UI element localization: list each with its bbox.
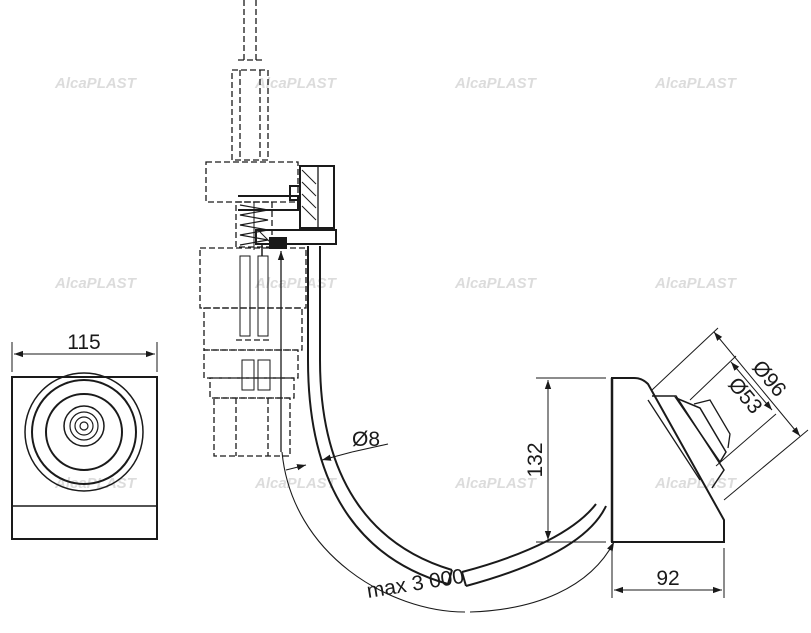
watermark: AlcaPLAST — [654, 75, 738, 92]
hose-diameter-leader — [285, 443, 389, 471]
height-dimension — [536, 377, 606, 543]
hose-length-dimension — [281, 451, 615, 613]
bracket-hatching — [259, 169, 317, 243]
spring — [239, 204, 269, 246]
watermark: AlcaPLAST — [54, 275, 138, 292]
watermark: AlcaPLAST — [454, 275, 538, 292]
watermark: AlcaPLAST — [254, 275, 338, 292]
button-side-view — [610, 377, 731, 543]
dimension-hose-length: max 3 000 — [365, 565, 465, 603]
watermark: AlcaPLAST — [254, 475, 338, 492]
flush-valve-assembly — [199, 0, 307, 457]
watermark: AlcaPLAST — [454, 75, 538, 92]
air-hose — [307, 246, 607, 587]
dimension-button-depth: 92 — [656, 567, 679, 590]
watermark: AlcaPLAST — [254, 75, 338, 92]
watermark: AlcaPLAST — [454, 475, 538, 492]
actuator-bracket — [238, 165, 337, 256]
watermark: AlcaPLAST — [54, 75, 138, 92]
depth-dimension — [611, 548, 725, 598]
dimension-button-height: 132 — [524, 442, 547, 477]
dimension-hose-diameter: Ø8 — [352, 428, 380, 451]
watermark: AlcaPLAST — [654, 275, 738, 292]
dimension-button-width: 115 — [67, 331, 100, 354]
piston-pieces — [239, 255, 271, 391]
watermark: AlcaPLAST — [654, 475, 738, 492]
diameter-dimensions — [651, 327, 809, 501]
button-front-view — [11, 342, 158, 540]
